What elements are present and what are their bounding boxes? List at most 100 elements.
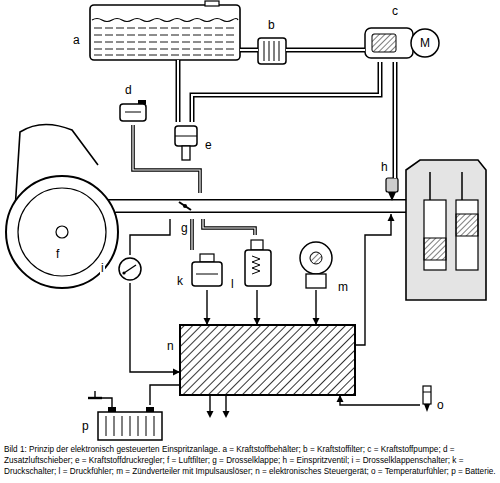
fuel-pump bbox=[365, 28, 439, 58]
callout-letter: g bbox=[180, 221, 189, 235]
battery bbox=[138, 416, 139, 436]
connector-line bbox=[115, 201, 165, 212]
engine bbox=[456, 214, 478, 236]
distributor bbox=[310, 252, 322, 264]
auxiliary-air-valve bbox=[138, 100, 146, 104]
callout-letter: f bbox=[55, 247, 60, 261]
connector-line bbox=[203, 219, 255, 235]
callout-letter: b bbox=[267, 18, 276, 32]
throttle-valve bbox=[165, 200, 205, 213]
control-unit bbox=[180, 325, 355, 395]
pressure-regulator bbox=[175, 126, 197, 146]
temperature-sensor bbox=[423, 386, 431, 404]
air-filter bbox=[56, 226, 68, 238]
distributor bbox=[306, 274, 326, 288]
arrowhead bbox=[204, 318, 211, 325]
connector-line bbox=[190, 219, 194, 250]
pressure-regulator bbox=[182, 146, 190, 160]
intake-pipe bbox=[205, 206, 378, 207]
fuel-line bbox=[395, 62, 396, 178]
arrowhead bbox=[173, 369, 180, 376]
fuel-tank bbox=[94, 35, 236, 36]
battery bbox=[95, 398, 112, 407]
callout-letter: a bbox=[72, 33, 81, 47]
fuel-pump: cM bbox=[365, 22, 440, 62]
fuel-pump bbox=[411, 29, 439, 57]
control-unit bbox=[223, 411, 230, 418]
fuel-tank bbox=[92, 19, 238, 22]
signal-wire bbox=[204, 290, 211, 325]
distributor bbox=[300, 242, 332, 288]
fuel-line bbox=[133, 125, 200, 193]
pressure-regulator bbox=[175, 126, 197, 160]
engine bbox=[456, 200, 478, 270]
signal-wire bbox=[130, 283, 180, 376]
engine bbox=[424, 200, 446, 270]
pressure-sensor: l bbox=[240, 235, 275, 290]
connector-line bbox=[286, 49, 365, 51]
fuel-filter bbox=[258, 38, 286, 64]
engine bbox=[406, 160, 486, 300]
connector-line bbox=[394, 62, 396, 178]
engine bbox=[424, 238, 446, 260]
auxiliary-air-valve bbox=[120, 100, 146, 121]
connector-line bbox=[150, 385, 180, 405]
auxiliary-air-valve bbox=[120, 104, 146, 121]
connector-line bbox=[355, 214, 391, 345]
fuel-tank bbox=[94, 42, 236, 43]
throttle-switch bbox=[119, 258, 141, 280]
callout-letter: p bbox=[81, 419, 90, 433]
arrowhead bbox=[388, 214, 395, 221]
signal-wire bbox=[150, 385, 180, 405]
callout-letter: h bbox=[380, 160, 389, 174]
callout-letter: l bbox=[230, 277, 235, 291]
control-unit bbox=[209, 395, 210, 412]
battery bbox=[130, 416, 131, 436]
connector-line bbox=[203, 219, 255, 235]
fuel-tank bbox=[94, 49, 236, 50]
battery bbox=[106, 416, 154, 436]
arrowhead bbox=[313, 318, 320, 325]
air-filter bbox=[6, 176, 118, 288]
control-unit bbox=[225, 395, 226, 412]
control-unit: n bbox=[180, 325, 355, 395]
control-unit bbox=[180, 325, 355, 418]
pressure-sensor bbox=[252, 256, 260, 274]
connector-line bbox=[192, 62, 380, 122]
fuel-line bbox=[240, 50, 258, 51]
figure-caption: Bild 1: Prinzip der elektronisch gesteue… bbox=[4, 444, 496, 477]
fuel-tank bbox=[90, 1, 240, 60]
distributor bbox=[300, 242, 332, 274]
throttle-valve bbox=[179, 202, 191, 210]
signal-wire bbox=[355, 214, 395, 345]
callout-letter: d bbox=[124, 83, 133, 97]
connector-line bbox=[192, 62, 380, 122]
battery bbox=[88, 391, 162, 440]
pressure-regulator bbox=[175, 136, 197, 137]
throttle-valve bbox=[165, 212, 205, 214]
fuel-pump bbox=[365, 28, 413, 58]
fuel-filter bbox=[279, 41, 280, 61]
motor-symbol: M bbox=[419, 36, 431, 50]
temperature-sensor bbox=[423, 392, 431, 393]
connector-line bbox=[393, 62, 398, 178]
fuel-tank bbox=[205, 1, 219, 6]
auxiliary-air-valve: d bbox=[118, 100, 148, 125]
throttle-switch bbox=[119, 258, 141, 280]
arrowhead bbox=[254, 318, 261, 325]
battery bbox=[146, 416, 147, 436]
pressure-switch: k bbox=[190, 250, 225, 290]
fuel-line bbox=[178, 60, 179, 122]
pressure-switch bbox=[192, 262, 222, 286]
battery bbox=[154, 416, 155, 436]
connector-line bbox=[177, 60, 179, 122]
fuel-tank bbox=[90, 5, 240, 60]
throttle-valve bbox=[183, 204, 187, 208]
callout-letter: m bbox=[337, 280, 349, 294]
callout-letter: i bbox=[100, 261, 105, 275]
intake-pipe bbox=[115, 206, 165, 207]
air-filter bbox=[6, 124, 118, 288]
pressure-switch bbox=[196, 274, 218, 275]
